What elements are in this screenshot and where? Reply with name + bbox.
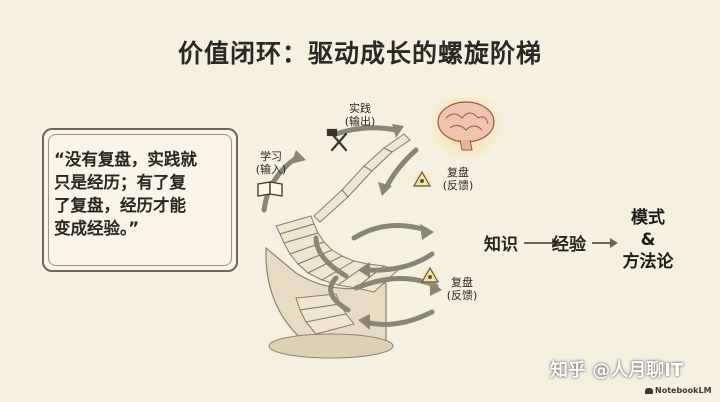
label-review-bottom-sub: (反馈) [446, 289, 478, 302]
flow-result-amp: & [640, 230, 656, 250]
zhihu-watermark: 知乎 @人月聊IT [550, 360, 684, 381]
triangle-eye-icon-top [412, 170, 432, 190]
flow-result-line-1: 模式 [631, 208, 665, 228]
notebooklm-icon [645, 387, 653, 394]
flow-result-line-2: 方法论 [622, 252, 674, 272]
label-review-top-title: 复盘 [447, 166, 469, 179]
triangle-eye-icon-bottom [420, 266, 440, 286]
quote-line-1: “没有复盘，实践就 [54, 150, 197, 169]
quote-text: “没有复盘，实践就 只是经历；有了复 了复盘，经历才能 变成经验。” [54, 148, 230, 240]
quote-line-4: 变成经验。” [54, 219, 140, 238]
page-title: 价值闭环：驱动成长的螺旋阶梯 [177, 39, 542, 68]
label-review-top: 复盘 (反馈) [438, 166, 478, 192]
quote-box: “没有复盘，实践就 只是经历；有了复 了复盘，经历才能 变成经验。” [42, 128, 238, 272]
quote-line-3: 了复盘，经历才能 [54, 196, 186, 215]
flow-arrow-2 [592, 238, 618, 248]
quote-line-2: 只是经历；有了复 [54, 173, 186, 192]
label-practice-sub: (输出) [344, 115, 376, 128]
hammer-wrench-icon [326, 128, 348, 152]
spiral-staircase-illustration [257, 98, 504, 359]
label-review-bottom-title: 复盘 [451, 276, 473, 289]
label-learning: 学习 (输入) [254, 150, 288, 176]
label-review-bottom: 复盘 (反馈) [442, 276, 482, 302]
notebooklm-label: NotebookLM [655, 386, 712, 395]
label-learning-sub: (输入) [255, 163, 287, 176]
notebooklm-badge: NotebookLM [645, 386, 712, 395]
flow-arrow-1 [524, 238, 560, 248]
cycle-arrowheads [291, 124, 442, 330]
label-learning-title: 学习 [260, 150, 282, 163]
flow-knowledge: 知识 [484, 235, 518, 255]
quote-box-inner-border [48, 134, 232, 266]
flow-result: 模式 & 方法论 [612, 207, 684, 273]
flow-experience: 经验 [552, 235, 586, 255]
cycle-arrows [261, 125, 439, 327]
book-icon [257, 181, 283, 197]
label-practice-title: 实践 [349, 102, 371, 115]
label-review-top-sub: (反馈) [442, 179, 474, 192]
brain-icon [428, 98, 504, 162]
label-practice: 实践 (输出) [340, 102, 380, 128]
